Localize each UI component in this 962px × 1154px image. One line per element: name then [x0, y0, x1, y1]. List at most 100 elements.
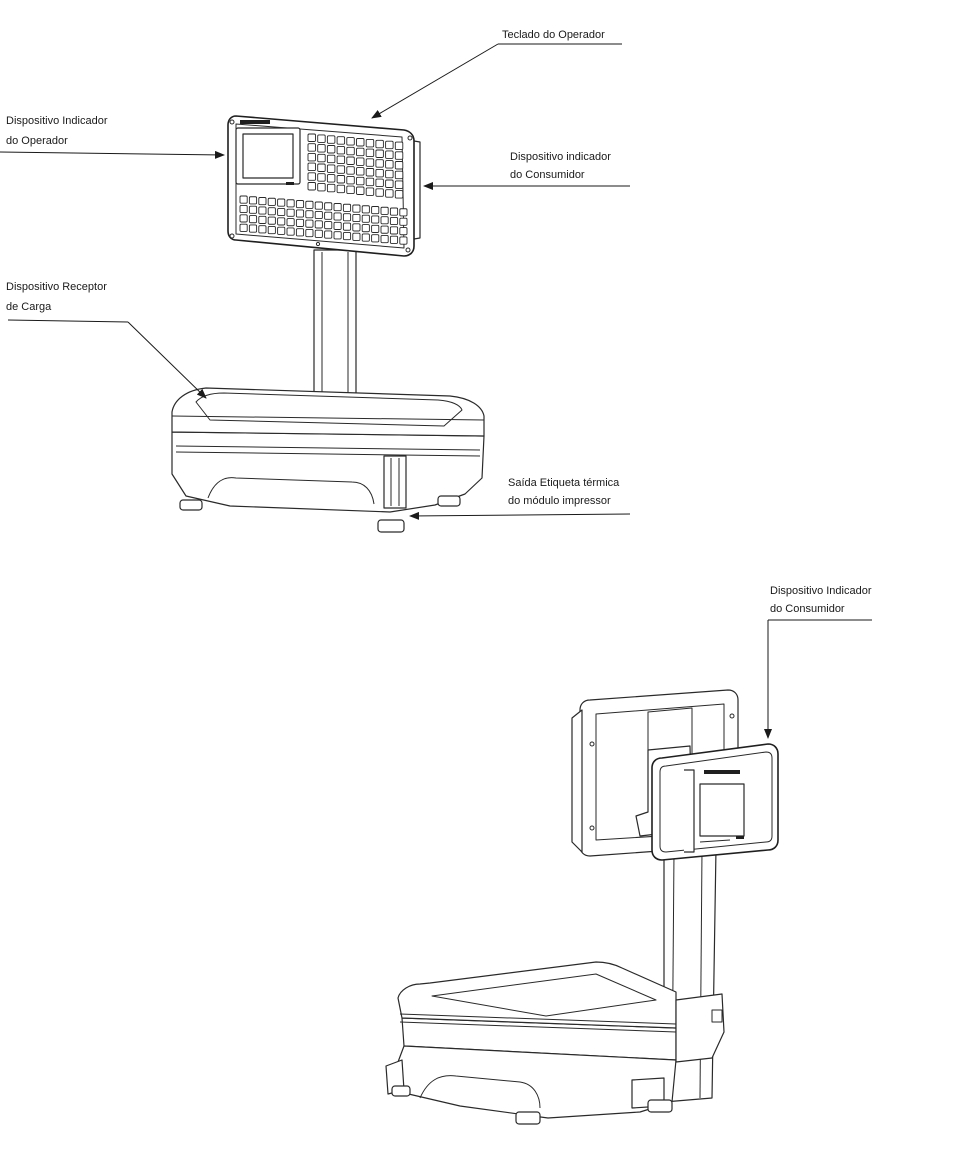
keypad-key — [389, 216, 399, 226]
keypad-key — [375, 139, 384, 149]
keypad-key — [305, 200, 314, 209]
keypad-key — [307, 172, 316, 181]
label-saida-etiqueta-l1: Saída Etiqueta térmica — [508, 477, 620, 489]
keypad-key — [248, 205, 258, 214]
keypad-key — [356, 167, 365, 176]
label-saida-etiqueta-l2: do módulo impressor — [508, 495, 611, 507]
keypad-key — [286, 208, 295, 217]
keypad-key — [326, 183, 336, 193]
keypad-key — [361, 214, 370, 223]
keypad-key — [385, 179, 394, 188]
foot — [437, 495, 461, 507]
keypad-key — [307, 182, 316, 191]
keypad-key — [258, 206, 267, 215]
keypad-key — [324, 230, 333, 239]
keypad-key — [286, 218, 295, 227]
keypad-key — [277, 217, 286, 226]
keypad-key — [385, 189, 394, 198]
keypad-key — [307, 152, 316, 162]
callout-indicador-operador: Dispositivo Indicador do Operador — [0, 115, 225, 159]
keypad-key — [361, 205, 370, 214]
keypad-key — [248, 196, 258, 205]
keypad-key — [326, 135, 336, 144]
keypad-key — [361, 224, 370, 233]
label-teclado-operador: Teclado do Operador — [502, 29, 605, 41]
keypad-key — [365, 138, 375, 148]
label-indicador-operador-l2: do Operador — [6, 135, 68, 147]
scale-rear-view — [385, 689, 779, 1125]
keypad-key — [385, 140, 394, 150]
callout-saida-etiqueta: Saída Etiqueta térmica do módulo impress… — [409, 477, 631, 520]
keypad-key — [286, 227, 295, 236]
keypad-key — [336, 165, 346, 174]
scale-front-view — [171, 115, 485, 533]
callout-receptor-carga: Dispositivo Receptor de Carga — [6, 281, 207, 399]
keypad-key — [342, 231, 352, 241]
foot — [647, 1099, 673, 1113]
keypad-key — [346, 137, 355, 146]
keypad-key — [375, 168, 384, 178]
keypad-key — [336, 136, 346, 145]
keypad-key — [365, 187, 375, 196]
keypad-key — [239, 195, 248, 204]
foot — [515, 1111, 541, 1125]
keypad-key — [307, 162, 316, 172]
keypad-key — [336, 155, 346, 165]
keypad-key — [267, 207, 276, 216]
keypad-key — [305, 228, 314, 238]
keypad-key — [380, 206, 389, 215]
callout-indicador-consumidor: Dispositivo indicador do Consumidor — [423, 151, 630, 190]
keypad-key — [239, 223, 248, 232]
keypad-key — [258, 215, 267, 224]
keypad-key — [258, 225, 267, 234]
keypad-key — [305, 210, 314, 219]
keypad-key — [336, 175, 346, 184]
consumer-head — [651, 743, 779, 861]
keypad-key — [336, 145, 346, 155]
keypad-key — [356, 176, 365, 186]
keypad-key — [317, 153, 326, 163]
keypad-key — [295, 228, 305, 237]
keypad-key — [346, 166, 355, 175]
keypad-key — [394, 161, 404, 170]
keypad-key — [394, 190, 404, 199]
keypad-key — [342, 213, 352, 222]
keypad-key — [295, 200, 305, 209]
keypad-key — [333, 203, 342, 212]
keypad-key — [314, 229, 323, 238]
keypad-key — [380, 225, 389, 234]
printer-slot — [383, 455, 407, 509]
keypad-key — [356, 186, 365, 195]
keypad-key — [239, 214, 248, 223]
keypad-key — [324, 221, 333, 230]
keypad-key — [317, 134, 326, 143]
keypad-key — [394, 141, 404, 151]
keypad-key — [365, 148, 375, 158]
keypad-key — [248, 215, 258, 224]
keypad-key — [295, 218, 305, 227]
keypad-key — [324, 202, 333, 211]
weighing-base-rear — [385, 961, 725, 1125]
keypad-key — [342, 203, 352, 212]
scale-pole — [313, 249, 357, 401]
label-receptor-carga-l2: de Carga — [6, 301, 52, 313]
keypad-key — [375, 159, 384, 168]
weighing-base — [171, 387, 485, 533]
keypad-key — [365, 168, 375, 177]
keypad-key — [326, 164, 336, 173]
keypad-key — [371, 206, 380, 215]
keypad-key — [267, 225, 276, 235]
keypad-key — [317, 173, 326, 182]
keypad-key — [258, 197, 267, 206]
keypad-key — [356, 138, 365, 147]
keypad-key — [336, 184, 346, 194]
keypad-key — [314, 210, 323, 220]
label-indicador-consumidor2-l2: do Consumidor — [770, 603, 845, 615]
keypad-key — [385, 150, 394, 159]
foot — [179, 499, 203, 511]
platter — [171, 387, 485, 437]
keypad-key — [375, 188, 384, 197]
keypad-key — [333, 212, 342, 221]
keypad-key — [371, 234, 380, 243]
label-indicador-consumidor2-l1: Dispositivo Indicador — [770, 585, 872, 597]
